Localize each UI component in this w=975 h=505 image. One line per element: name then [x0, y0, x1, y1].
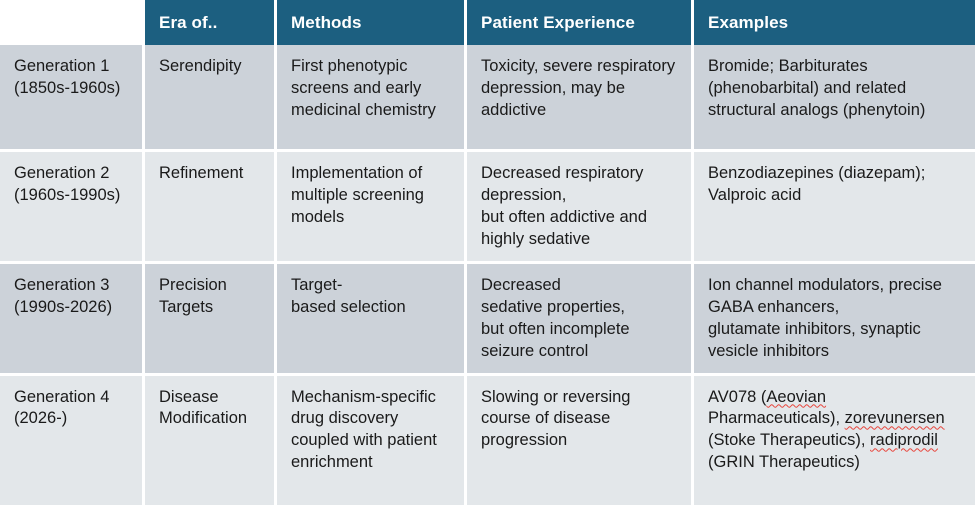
text-run: (GRIN Therapeutics)	[708, 453, 860, 472]
generation-2-generation-text: Generation 2 (1960s-1990s)	[14, 164, 121, 204]
misspelled-word: Aeovian	[766, 387, 827, 406]
cell-generation-3-examples: Ion channel modulators, precise GABA enh…	[694, 263, 975, 376]
cell-generation-1-generation: Generation 1 (1850s-1960s)	[0, 45, 145, 152]
cell-generation-1-patient-experience: Toxicity, severe respiratory depression,…	[467, 45, 694, 152]
header-row: Era of.. Methods Patient Experience Exam…	[0, 0, 975, 45]
generation-1-generation-text: Generation 1 (1850s-1960s)	[14, 57, 121, 97]
generation-3-era-of-text: Precision Targets	[159, 275, 227, 316]
cell-generation-3-methods: Target- based selection	[277, 263, 467, 376]
generation-3-examples-text: Ion channel modulators, precise GABA enh…	[708, 275, 942, 360]
header-cell-corner	[0, 0, 145, 45]
cell-generation-1-methods: First phenotypic screens and early medic…	[277, 45, 467, 152]
header-cell-era-of: Era of..	[145, 0, 277, 45]
generation-2-methods-text: Implementation of multiple screening mod…	[291, 164, 424, 226]
generation-2-examples-text: Benzodiazepines (diazepam); Valproic aci…	[708, 164, 926, 204]
generation-3-patient-experience-text: Decreased sedative properties, but often…	[481, 275, 630, 360]
table-row-generation-1: Generation 1 (1850s-1960s) Serendipity F…	[0, 45, 975, 152]
header-cell-patient-experience: Patient Experience	[467, 0, 694, 45]
misspelled-word: zorevunersen	[844, 409, 945, 428]
table-row-generation-2: Generation 2 (1960s-1990s) Refinement Im…	[0, 152, 975, 264]
generation-3-methods-text: Target- based selection	[291, 275, 406, 316]
generation-2-patient-experience-text: Decreased respiratory depression, but of…	[481, 164, 648, 248]
generation-1-patient-experience-text: Toxicity, severe respiratory depression,…	[481, 57, 676, 119]
cell-generation-2-era-of: Refinement	[145, 152, 277, 264]
cell-generation-2-generation: Generation 2 (1960s-1990s)	[0, 152, 145, 264]
table-header: Era of.. Methods Patient Experience Exam…	[0, 0, 975, 45]
generation-1-methods-text: First phenotypic screens and early medic…	[291, 57, 436, 119]
generation-4-examples-text: AV078 (Aeovian Pharmaceuticals), zorevun…	[708, 387, 961, 475]
cell-generation-2-examples: Benzodiazepines (diazepam); Valproic aci…	[694, 152, 975, 264]
table-row-generation-3: Generation 3 (1990s-2026) Precision Targ…	[0, 263, 975, 376]
cell-generation-3-era-of: Precision Targets	[145, 263, 277, 376]
cell-generation-1-examples: Bromide; Barbiturates (phenobarbital) an…	[694, 45, 975, 152]
header-cell-methods: Methods	[277, 0, 467, 45]
generation-4-methods-text: Mechanism-specific drug discovery couple…	[291, 387, 437, 472]
generation-4-era-of-text: Disease Modification	[159, 387, 248, 428]
cell-generation-4-examples: AV078 (Aeovian Pharmaceuticals), zorevun…	[694, 375, 975, 505]
generation-2-era-of-text: Refinement	[159, 164, 244, 182]
cell-generation-4-methods: Mechanism-specific drug discovery couple…	[277, 375, 467, 505]
cell-generation-3-patient-experience: Decreased sedative properties, but often…	[467, 263, 694, 376]
text-run: Pharmaceuticals),	[708, 409, 845, 428]
cell-generation-2-methods: Implementation of multiple screening mod…	[277, 152, 467, 264]
generation-1-era-of-text: Serendipity	[159, 57, 242, 75]
cell-generation-4-patient-experience: Slowing or reversing course of disease p…	[467, 375, 694, 505]
text-run: (Stoke Therapeutics),	[708, 431, 871, 450]
header-cell-examples: Examples	[694, 0, 975, 45]
cell-generation-2-patient-experience: Decreased respiratory depression, but of…	[467, 152, 694, 264]
table-row-generation-4: Generation 4 (2026-) Disease Modificatio…	[0, 375, 975, 505]
misspelled-word: radiprodil	[870, 431, 938, 450]
cell-generation-4-era-of: Disease Modification	[145, 375, 277, 505]
table-body: Generation 1 (1850s-1960s) Serendipity F…	[0, 45, 975, 505]
cell-generation-3-generation: Generation 3 (1990s-2026)	[0, 263, 145, 376]
generation-3-generation-text: Generation 3 (1990s-2026)	[14, 275, 113, 316]
generation-4-patient-experience-text: Slowing or reversing course of disease p…	[481, 387, 631, 450]
generation-1-examples-text: Bromide; Barbiturates (phenobarbital) an…	[708, 57, 926, 119]
text-run: AV078 (	[708, 387, 767, 406]
cell-generation-4-generation: Generation 4 (2026-)	[0, 375, 145, 505]
cell-generation-1-era-of: Serendipity	[145, 45, 277, 152]
generation-4-generation-text: Generation 4 (2026-)	[14, 387, 110, 428]
